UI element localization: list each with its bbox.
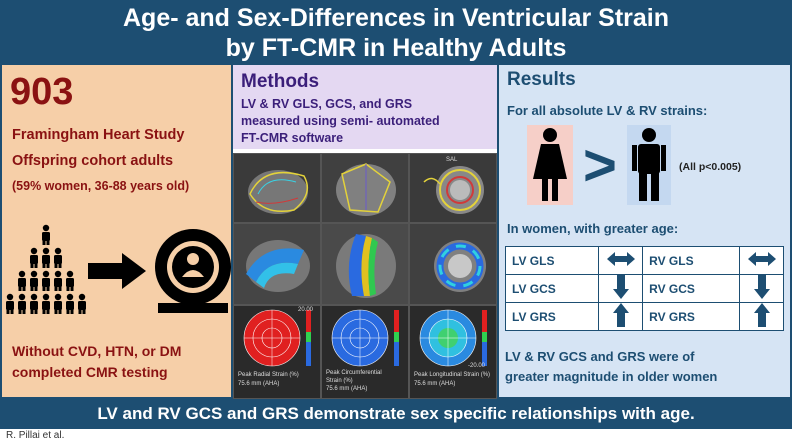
scale-top-label: 20.00 — [298, 307, 314, 313]
strain-label-right: RV GCS — [642, 274, 740, 303]
methods-title: Methods — [241, 71, 320, 92]
results-conclusion: LV & RV GCS and GRS were of greater magn… — [505, 347, 717, 387]
methods-line-2: measured using semi- automated — [241, 114, 440, 128]
population-panel: 903 Framingham Heart Study Offspring coh… — [0, 65, 233, 399]
cmr-strain-map-four-chamber — [321, 223, 409, 305]
down-arrow-icon — [598, 274, 644, 303]
strain-row: LV GLS RV GLS — [504, 246, 784, 275]
radial-strain-bullseye: Peak Radial Strain (%) 75.6 mm (AHA) 20.… — [233, 305, 321, 399]
conclusion-line-1: LV & RV GCS and GRS were of — [505, 349, 695, 364]
strain-row: LV GCS RV GCS — [504, 274, 784, 303]
graphical-abstract-title: Age- and Sex-Differences in Ventricular … — [0, 0, 792, 65]
radial-strain-value: 75.6 mm (AHA) — [238, 381, 280, 387]
takeaway-banner: LV and RV GCS and GRS demonstrate sex sp… — [0, 399, 792, 429]
strain-label-left: LV GRS — [504, 302, 600, 331]
left-right-arrow-icon — [598, 246, 644, 275]
demographics: (59% women, 36-88 years old) — [12, 179, 190, 193]
up-arrow-icon — [598, 302, 644, 331]
up-arrow-icon — [739, 302, 784, 331]
strain-label-right: RV GRS — [642, 302, 740, 331]
cmr-short-axis-image: SAL — [409, 153, 497, 223]
arrow-right-icon — [88, 253, 146, 289]
longitudinal-strain-value: 75.6 mm (AHA) — [414, 381, 456, 387]
methods-description: LV & RV GLS, GCS, and GRS measured using… — [241, 96, 489, 147]
cmr-long-axis-image — [233, 153, 321, 223]
strain-label-left: LV GLS — [504, 246, 600, 275]
strain-row: LV GRS RV GRS — [504, 302, 784, 331]
sal-label: SAL — [446, 157, 458, 163]
strain-label-left: LV GCS — [504, 274, 600, 303]
criteria-line-2: completed CMR testing — [12, 364, 168, 380]
greater-than-sign: > — [583, 133, 617, 198]
results-panel: Results For all absolute LV & RV strains… — [497, 65, 792, 399]
methods-header: Methods LV & RV GLS, GCS, and GRS measur… — [233, 65, 497, 149]
woman-icon — [527, 125, 573, 205]
mri-scanner-icon — [155, 229, 231, 313]
left-right-arrow-icon — [739, 246, 784, 275]
methods-panel: Methods LV & RV GLS, GCS, and GRS measur… — [233, 65, 497, 399]
strain-change-table: LV GLS RV GLS LV GCS RV GCS LV GRS RV GRS — [504, 246, 784, 331]
cmr-image-montage: SAL — [233, 153, 497, 399]
title-line-1: Age- and Sex-Differences in Ventricular … — [123, 4, 669, 32]
cmr-strain-map-short-axis — [409, 223, 497, 305]
radial-strain-title: Peak Radial Strain (%) — [238, 372, 299, 378]
cohort-name: Offspring cohort adults — [12, 153, 174, 169]
strain-label-right: RV GLS — [642, 246, 740, 275]
people-group-icon — [6, 224, 86, 314]
cmr-strain-map-long-axis — [233, 223, 321, 305]
scale-bottom-label: -20.00 — [468, 363, 486, 369]
circumferential-strain-title-2: Strain (%) — [326, 378, 353, 384]
longitudinal-strain-bullseye: Peak Longitudinal Strain (%) 75.6 mm (AH… — [409, 305, 497, 399]
title-line-2: by FT-CMR in Healthy Adults — [225, 34, 567, 62]
participant-count: 903 — [10, 71, 74, 113]
women-age-heading: In women, with greater age: — [507, 221, 679, 236]
results-subtitle: For all absolute LV & RV strains: — [507, 103, 708, 118]
citation: R. Pillai et al. — [6, 430, 65, 441]
methods-line-1: LV & RV GLS, GCS, and GRS — [241, 97, 413, 111]
results-title: Results — [507, 69, 576, 90]
longitudinal-strain-title: Peak Longitudinal Strain (%) — [414, 372, 491, 378]
down-arrow-icon — [739, 274, 784, 303]
circumferential-strain-bullseye: Peak Circumferential Strain (%) 75.6 mm … — [321, 305, 409, 399]
circumferential-strain-title-1: Peak Circumferential — [326, 370, 382, 376]
inclusion-criteria: Without CVD, HTN, or DM completed CMR te… — [12, 341, 181, 383]
study-name: Framingham Heart Study — [12, 127, 185, 143]
p-value-note: (All p<0.005) — [679, 161, 742, 173]
criteria-line-1: Without CVD, HTN, or DM — [12, 343, 182, 359]
cmr-four-chamber-image — [321, 153, 409, 223]
conclusion-line-2: greater magnitude in older women — [505, 369, 718, 384]
man-icon — [627, 125, 671, 205]
circumferential-strain-value: 75.6 mm (AHA) — [326, 386, 368, 392]
methods-line-3: FT-CMR software — [241, 131, 344, 145]
